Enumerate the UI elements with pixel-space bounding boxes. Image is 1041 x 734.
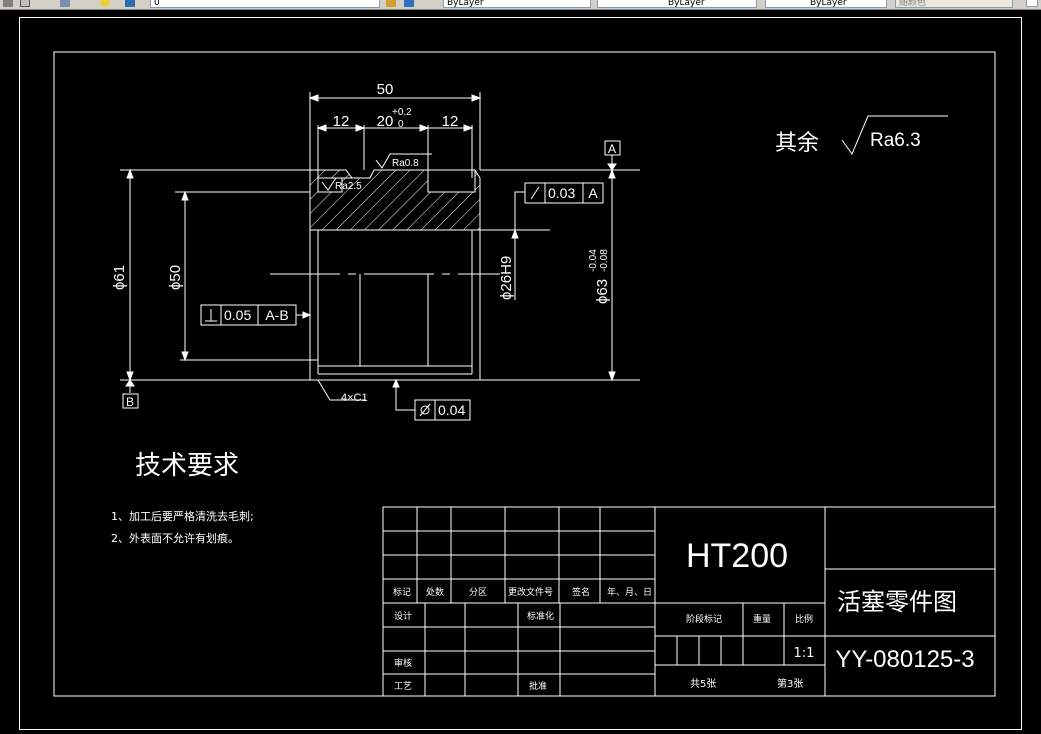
datum-a-box bbox=[604, 140, 621, 156]
fcf-perp-value: 0.05 bbox=[224, 307, 251, 323]
dim-bore: ϕ26H9 bbox=[498, 256, 515, 300]
title-block bbox=[382, 506, 996, 697]
tb-mark: 标记 bbox=[393, 586, 411, 598]
dim-left-width: 12 bbox=[333, 113, 350, 130]
tb-review: 审核 bbox=[394, 657, 412, 669]
dim-chamfer: 4×C1 bbox=[341, 392, 368, 404]
fcf-perp-datum: A-B bbox=[265, 307, 288, 323]
part-view bbox=[120, 92, 948, 411]
lineweight-dropdown[interactable]: ByLayer bbox=[765, 0, 887, 8]
tb-stage-mark: 阶段标记 bbox=[686, 613, 722, 625]
dim-outer: ϕ63 bbox=[594, 279, 611, 304]
tb-design: 设计 bbox=[394, 610, 412, 622]
tb-drawing-number: YY-080125-3 bbox=[835, 646, 974, 673]
tb-count: 处数 bbox=[426, 586, 444, 598]
tech-item-1: 1、加工后要严格清洗去毛刺; bbox=[111, 509, 254, 523]
tb-scale-label: 比例 bbox=[795, 613, 813, 625]
tb-material: HT200 bbox=[686, 537, 788, 575]
properties-toolbar: 0 ByLayer ByLayer ByLayer 随颜色 bbox=[0, 0, 1041, 10]
tech-item-2: 2、外表面不允许有划痕。 bbox=[111, 531, 239, 545]
scrollbar-up-button[interactable] bbox=[1026, 0, 1038, 7]
freeze-icon[interactable] bbox=[125, 0, 135, 7]
linetype-dropdown[interactable]: ByLayer bbox=[597, 0, 757, 8]
datum-b-box bbox=[122, 393, 139, 409]
tb-standardize: 标准化 bbox=[527, 610, 554, 622]
fcf-runout-value: 0.03 bbox=[548, 185, 575, 201]
roughness-ra08: Ra0.8 bbox=[392, 158, 419, 169]
roughness-ra25: Ra2.5 bbox=[335, 181, 362, 192]
tb-drawing-name: 活塞零件图 bbox=[837, 588, 957, 616]
color-dropdown[interactable]: ByLayer bbox=[443, 0, 591, 8]
layer-manager-icon[interactable] bbox=[3, 0, 13, 7]
roughness-other-value: Ra6.3 bbox=[870, 130, 921, 151]
tech-requirements-title: 技术要求 bbox=[135, 451, 239, 481]
tb-zone: 分区 bbox=[469, 587, 487, 598]
bulb-icon[interactable] bbox=[100, 0, 110, 7]
datum-a-label: A bbox=[608, 142, 616, 156]
tb-approve: 批准 bbox=[529, 680, 547, 692]
dim-outer-tol-upper: -0.04 bbox=[588, 249, 599, 272]
plotstyle-dropdown[interactable]: 随颜色 bbox=[895, 0, 1013, 8]
fcf-runout bbox=[524, 182, 604, 204]
tb-sign: 签名 bbox=[572, 586, 590, 598]
roughness-other-label: 其余 bbox=[775, 130, 819, 155]
datum-b-label: B bbox=[126, 395, 134, 409]
dim-mid-width: 20 bbox=[377, 113, 394, 130]
tb-process: 工艺 bbox=[394, 681, 412, 692]
tb-scale: 1:1 bbox=[794, 646, 815, 661]
match-layer-icon[interactable] bbox=[386, 0, 396, 7]
tb-date: 年、月、日 bbox=[607, 586, 652, 598]
dim-overall: 50 bbox=[377, 81, 394, 98]
tb-sheet-no: 第3张 bbox=[777, 677, 803, 690]
fcf-runout-datum: A bbox=[588, 185, 598, 201]
layer-dropdown[interactable]: 0 bbox=[150, 0, 380, 8]
dim-dia61: ϕ61 bbox=[111, 265, 128, 290]
dim-mid-tol-upper: +0.2 bbox=[392, 107, 412, 118]
fcf-cylindricity bbox=[414, 399, 471, 421]
tb-change-doc: 更改文件号 bbox=[508, 586, 553, 598]
dim-right-width: 12 bbox=[442, 113, 459, 130]
dim-mid-tol-lower: 0 bbox=[398, 119, 404, 130]
model-space-viewport[interactable] bbox=[19, 17, 1022, 730]
tb-weight: 重量 bbox=[753, 613, 771, 625]
layers-icon[interactable] bbox=[60, 0, 70, 7]
fcf-cyl-value: 0.04 bbox=[438, 402, 465, 418]
fcf-perpendicularity bbox=[200, 304, 297, 326]
save-icon[interactable] bbox=[20, 0, 30, 7]
layer-previous-icon[interactable] bbox=[404, 0, 414, 7]
dim-outer-tol-lower: -0.08 bbox=[599, 249, 610, 272]
tb-total-sheets: 共5张 bbox=[690, 678, 716, 690]
dim-dia50: ϕ50 bbox=[167, 265, 184, 290]
